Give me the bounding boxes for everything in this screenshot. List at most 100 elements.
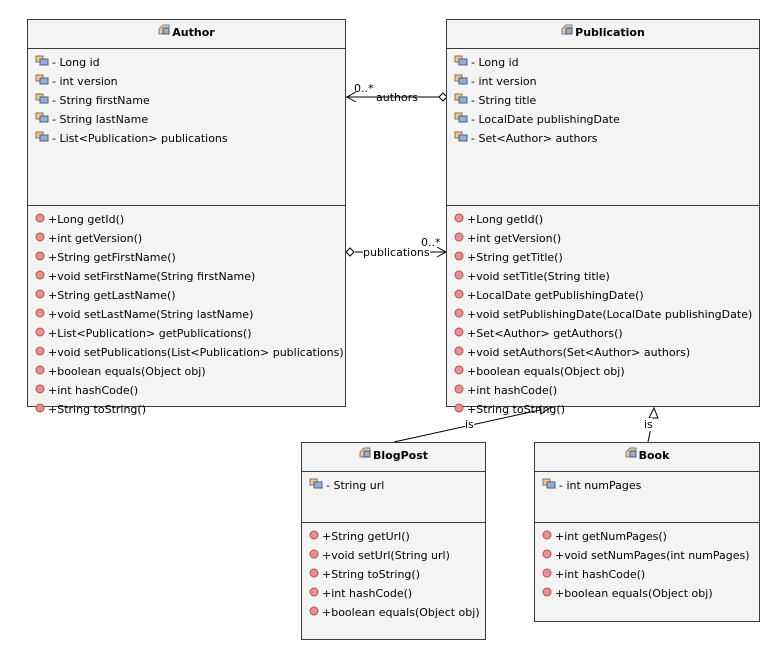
field-row: - String firstName — [28, 91, 345, 110]
field-icon — [454, 72, 468, 91]
field-icon — [35, 72, 49, 91]
method-icon — [542, 527, 552, 546]
method-text: +String toString() — [467, 403, 565, 416]
method-text: +Set<Author> getAuthors() — [467, 327, 623, 340]
method-icon — [454, 324, 464, 343]
method-text: +void setUrl(String url) — [322, 549, 450, 562]
method-icon — [542, 565, 552, 584]
methods-section: +Long getId()+int getVersion()+String ge… — [28, 206, 345, 419]
method-row: +void setPublishingDate(LocalDate publis… — [447, 305, 759, 324]
field-text: - Long id — [52, 56, 100, 69]
method-row: +boolean equals(Object obj) — [535, 584, 759, 603]
field-icon — [454, 129, 468, 148]
class-header: Publication — [447, 20, 759, 49]
publications-multiplicity: 0..* — [421, 236, 441, 249]
class-name: Book — [638, 449, 670, 462]
field-row: - Long id — [28, 53, 345, 72]
fields-section: - int numPages — [535, 472, 759, 523]
method-icon — [454, 305, 464, 324]
method-row: +Long getId() — [447, 210, 759, 229]
book-generalization-arrow — [648, 406, 659, 419]
method-row: +void setUrl(String url) — [302, 546, 485, 565]
method-row: +LocalDate getPublishingDate() — [447, 286, 759, 305]
method-row: +boolean equals(Object obj) — [28, 362, 345, 381]
field-text: - String firstName — [52, 94, 150, 107]
method-icon — [454, 267, 464, 286]
method-text: +boolean equals(Object obj) — [467, 365, 625, 378]
field-row: - int numPages — [535, 476, 759, 495]
fields-section: - String url — [302, 472, 485, 523]
field-row: - List<Publication> publications — [28, 129, 345, 148]
method-icon — [35, 400, 45, 419]
method-text: +void setAuthors(Set<Author> authors) — [467, 346, 691, 359]
method-text: +int hashCode() — [555, 568, 646, 581]
field-icon — [35, 129, 49, 148]
method-icon — [454, 248, 464, 267]
field-icon — [454, 53, 468, 72]
class-icon — [359, 442, 371, 468]
method-row: +int hashCode() — [447, 381, 759, 400]
method-icon — [309, 527, 319, 546]
class-header: Author — [28, 20, 345, 49]
method-text: +boolean equals(Object obj) — [555, 587, 713, 600]
field-text: - List<Publication> publications — [52, 132, 228, 145]
method-row: +void setNumPages(int numPages) — [535, 546, 759, 565]
class-author[interactable]: Author - Long id - int version - String fi… — [27, 19, 346, 416]
method-text: +List<Publication> getPublications() — [48, 327, 252, 340]
field-row: - String url — [302, 476, 485, 495]
method-row: +Long getId() — [28, 210, 345, 229]
method-text: +Long getId() — [48, 213, 125, 226]
blogpost-is-label: is — [465, 418, 474, 431]
field-row: - int version — [447, 72, 759, 91]
class-book[interactable]: Book - int numPages +int getNumPages() +v… — [534, 442, 760, 622]
method-text: +String getTitle() — [467, 251, 563, 264]
method-icon — [454, 343, 464, 362]
method-text: +String getLastName() — [48, 289, 176, 302]
field-icon — [35, 91, 49, 110]
class-blogpost[interactable]: BlogPost - String url +String getUrl()+v… — [301, 442, 486, 640]
method-text: +int getVersion() — [467, 232, 562, 245]
method-row: +void setTitle(String title) — [447, 267, 759, 286]
method-row: +int getNumPages() — [535, 527, 759, 546]
method-icon — [35, 248, 45, 267]
method-row: +String toString() — [28, 400, 345, 419]
method-icon — [309, 565, 319, 584]
method-icon — [35, 267, 45, 286]
method-text: +int hashCode() — [322, 587, 413, 600]
method-icon — [35, 324, 45, 343]
field-text: - int version — [52, 75, 118, 88]
method-icon — [35, 343, 45, 362]
method-text: +String toString() — [322, 568, 420, 581]
method-icon — [309, 603, 319, 622]
method-row: +boolean equals(Object obj) — [302, 603, 485, 622]
class-publication[interactable]: Publication - Long id- int version- Stri… — [446, 19, 760, 416]
method-text: +String toString() — [48, 403, 146, 416]
method-icon — [542, 546, 552, 565]
method-icon — [309, 584, 319, 603]
field-text: - String url — [326, 479, 385, 492]
method-text: +boolean equals(Object obj) — [48, 365, 206, 378]
method-row: +String getUrl() — [302, 527, 485, 546]
method-row: +void setLastName(String lastName) — [28, 305, 345, 324]
method-row: +int hashCode() — [302, 584, 485, 603]
class-icon — [625, 442, 637, 468]
method-text: +int hashCode() — [467, 384, 558, 397]
authors-multiplicity: 0..* — [354, 82, 374, 95]
class-icon — [158, 19, 170, 45]
method-row: +void setFirstName(String firstName) — [28, 267, 345, 286]
field-icon — [454, 110, 468, 129]
method-row: +void setAuthors(Set<Author> authors) — [447, 343, 759, 362]
method-text: +int hashCode() — [48, 384, 139, 397]
methods-section: +String getUrl() +void setUrl(String url)… — [302, 523, 485, 622]
field-icon — [454, 91, 468, 110]
fields-section: - Long id- int version- String title- Lo… — [447, 49, 759, 206]
class-icon — [561, 19, 573, 45]
method-icon — [35, 362, 45, 381]
fields-section: - Long id - int version - String firstName… — [28, 49, 345, 206]
method-icon — [309, 546, 319, 565]
field-text: - String lastName — [52, 113, 149, 126]
method-row: +int hashCode() — [28, 381, 345, 400]
method-text: +int getNumPages() — [555, 530, 667, 543]
field-row: - Set<Author> authors — [447, 129, 759, 148]
field-text: - int version — [471, 75, 537, 88]
